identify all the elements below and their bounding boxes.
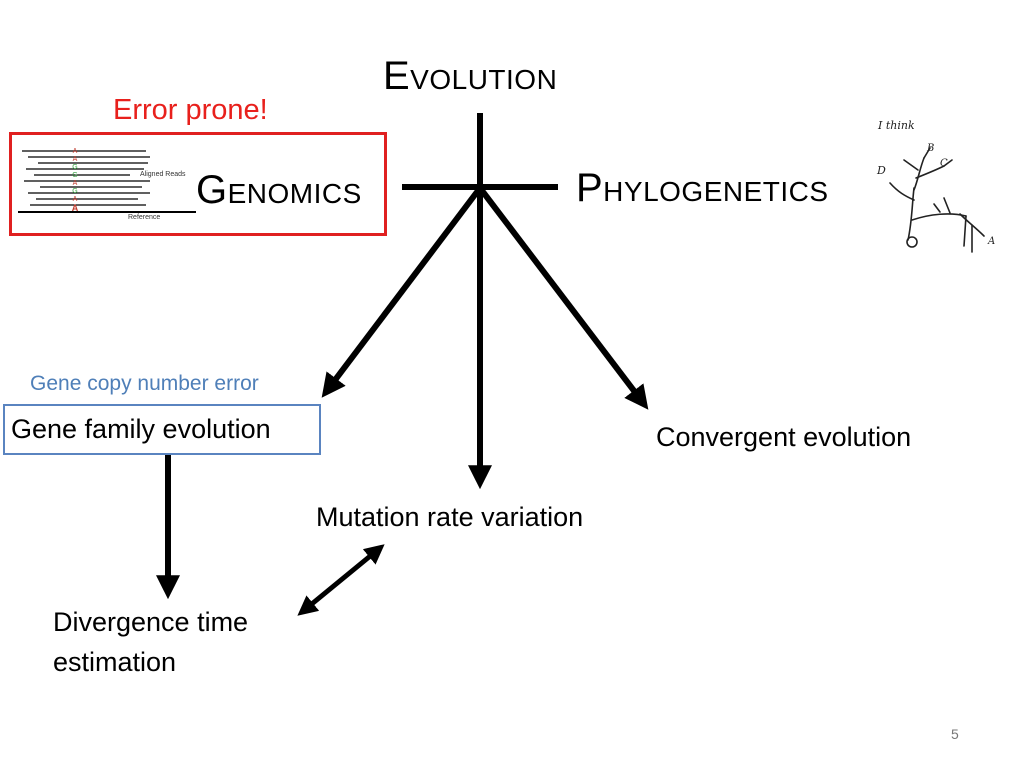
- base-4: A: [72, 180, 78, 187]
- base-0: A: [72, 148, 78, 155]
- aligned-reads-label: Aligned Reads: [140, 171, 186, 178]
- tree-label-d: D: [877, 164, 886, 177]
- divergence-time-estimation-label: Divergence time estimation: [53, 607, 249, 677]
- base-2: G: [72, 164, 78, 171]
- tree-label-a: A: [988, 236, 996, 247]
- tree-sketch-icon: [889, 147, 985, 253]
- alignment-bases: A A G G A G A A: [71, 148, 79, 213]
- tree-label-b: B: [927, 143, 935, 154]
- read-alignment-illustration: [18, 150, 196, 213]
- mutation-rate-variation-label: Mutation rate variation: [316, 502, 584, 532]
- double-arrow-mutation-divergence: [297, 544, 385, 616]
- base-7: A: [71, 203, 79, 213]
- gene-family-box: [3, 404, 321, 455]
- reference-label: Reference: [128, 214, 161, 221]
- gene-family-evolution-label: Gene family evolution: [11, 414, 271, 444]
- error-prone-note: Error prone!: [113, 94, 268, 126]
- base-6: A: [72, 196, 78, 203]
- base-3: G: [72, 172, 78, 179]
- tree-sketch-caption: I think: [878, 119, 915, 132]
- genomics-label: Genomics: [196, 168, 362, 212]
- phylogenetics-label: Phylogenetics: [576, 166, 829, 210]
- convergent-evolution-label: Convergent evolution: [656, 422, 912, 452]
- arrow-to-convergent: [477, 186, 649, 410]
- gene-copy-error-note: Gene copy number error: [30, 372, 259, 395]
- base-5: G: [72, 188, 78, 195]
- slide-title: Evolution: [383, 54, 558, 98]
- page-number: 5: [951, 726, 959, 742]
- arrow-to-gene-family: [321, 186, 483, 398]
- genomics-highlight-box: [9, 132, 387, 236]
- base-1: A: [72, 156, 78, 163]
- tree-label-c: C: [940, 158, 948, 169]
